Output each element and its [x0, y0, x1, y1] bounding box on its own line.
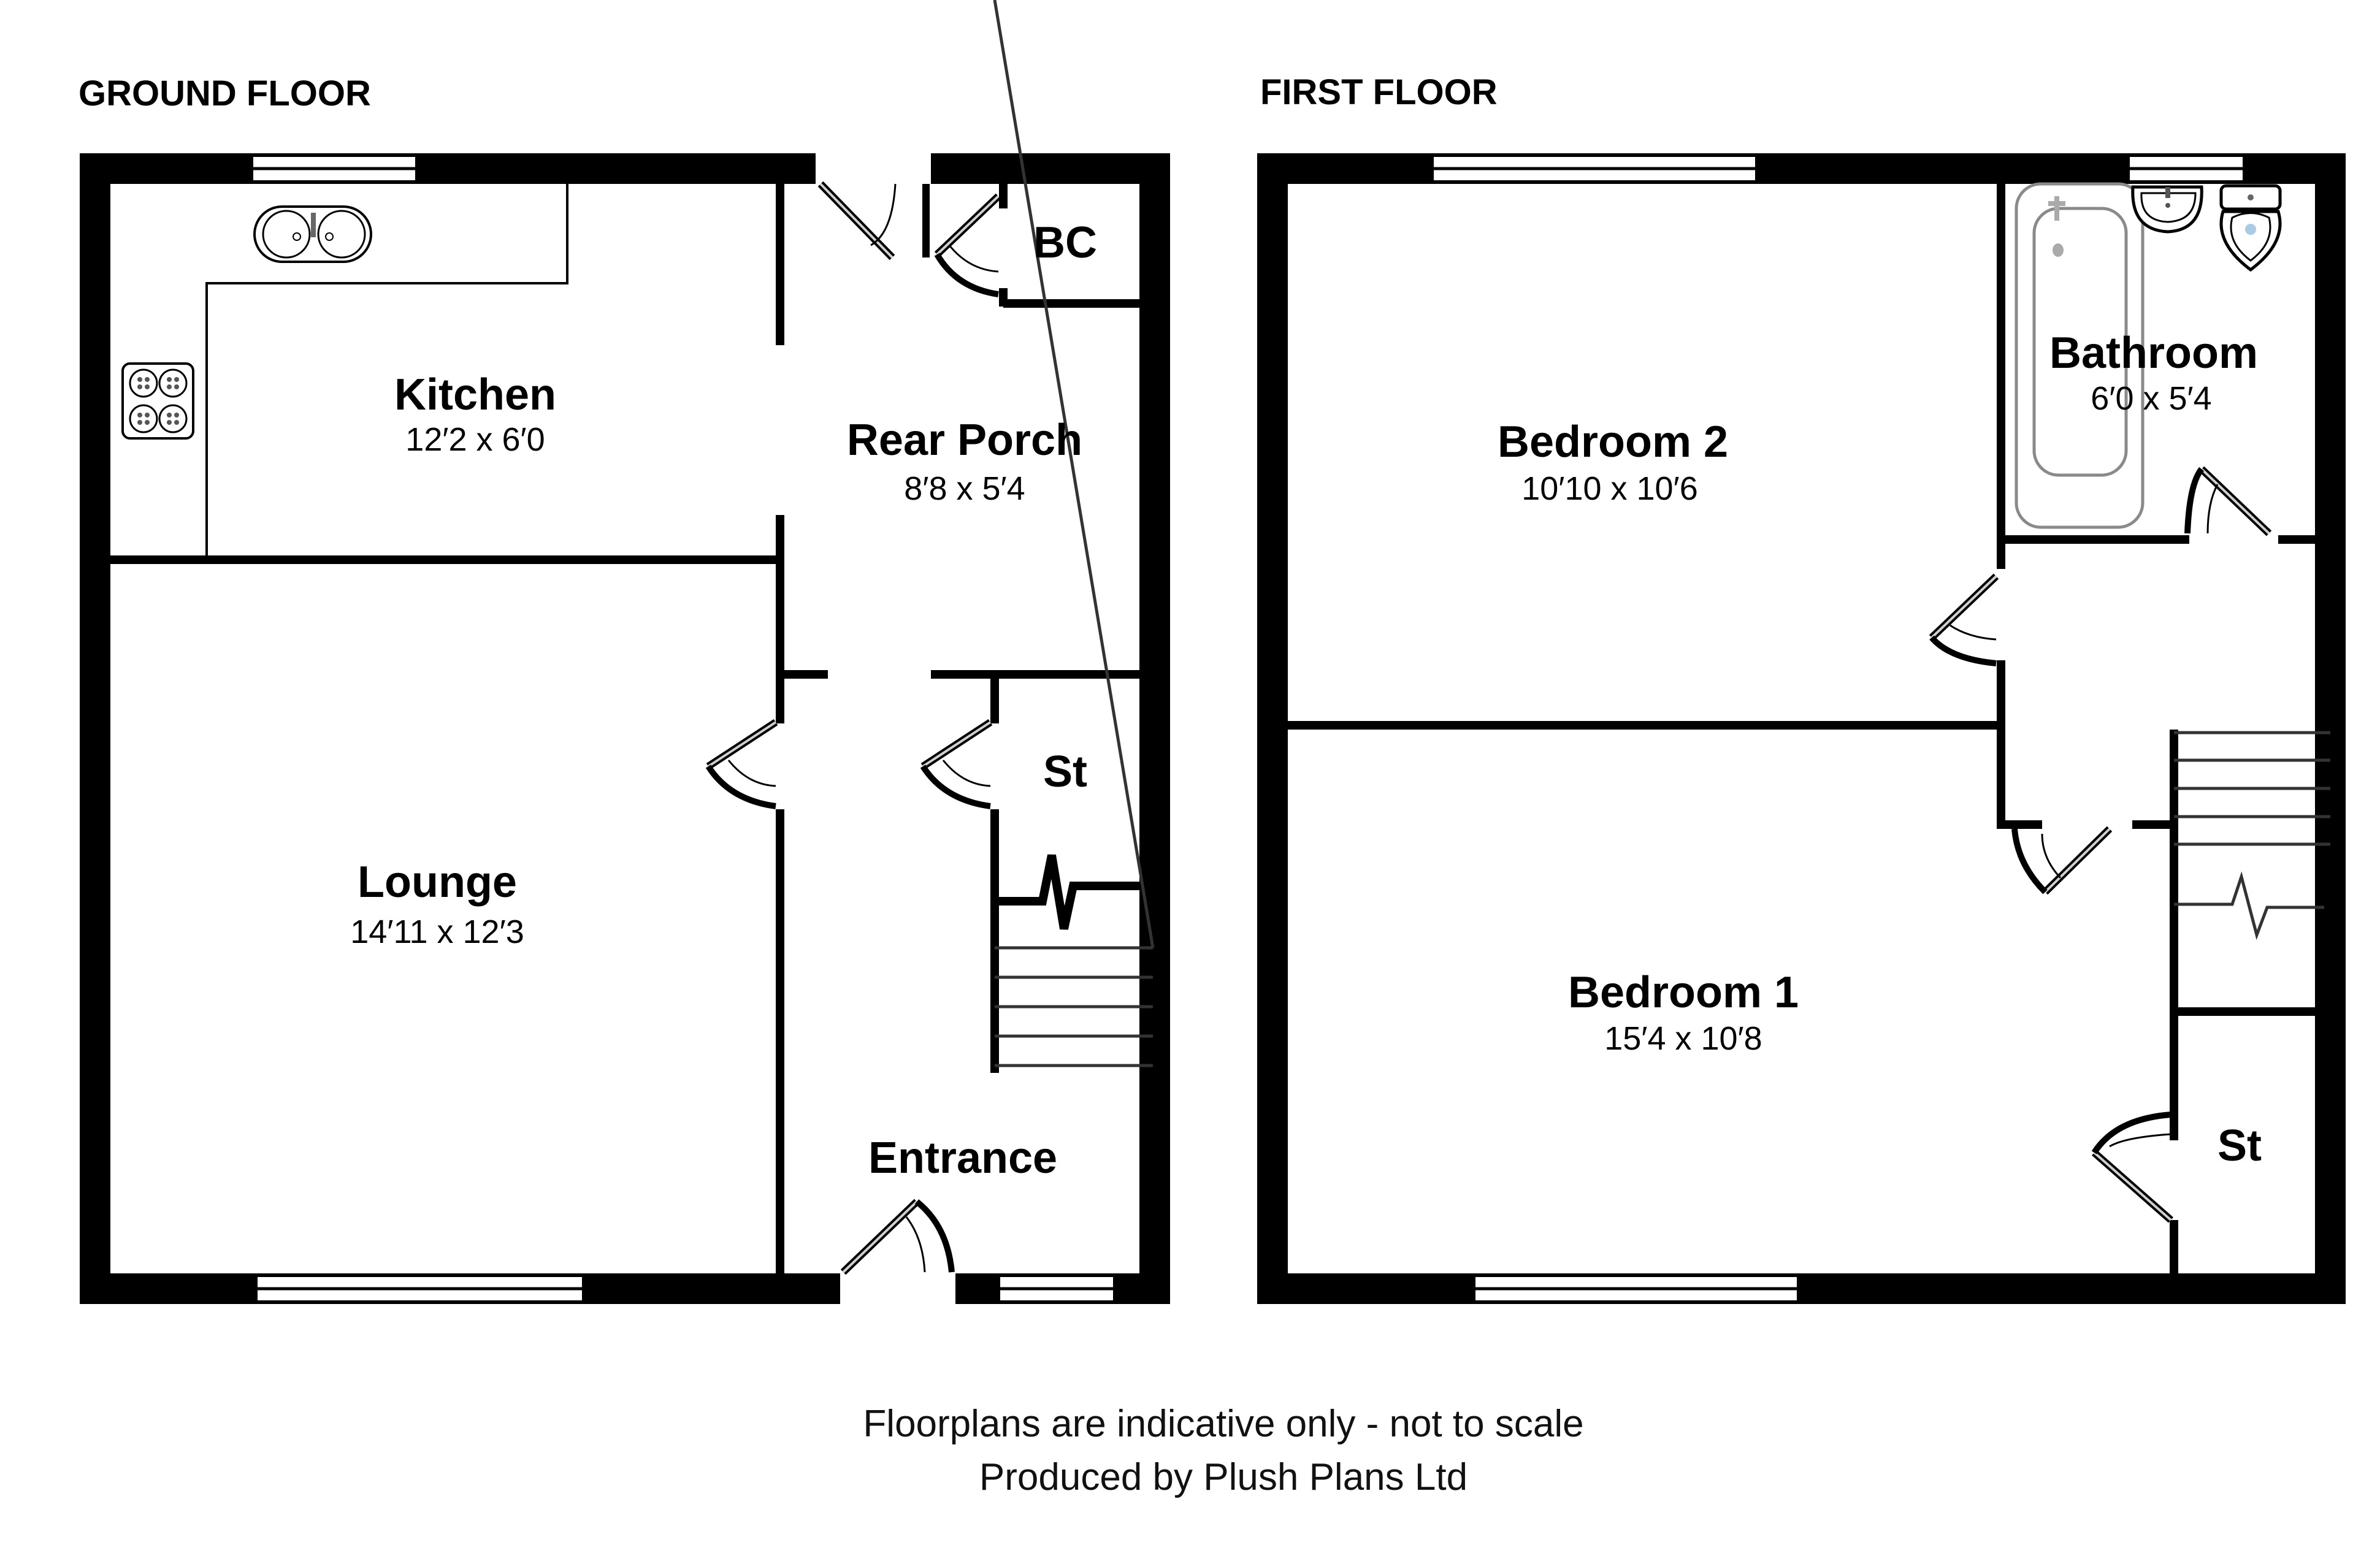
front-door-icon [840, 1199, 955, 1275]
bc-label: BC [1033, 218, 1097, 267]
first-store-label: St [2217, 1121, 2262, 1170]
lounge-label: Lounge [358, 858, 517, 907]
bedroom2-label: Bedroom 2 [1498, 418, 1728, 467]
first-store-door-icon [2091, 1112, 2173, 1223]
bedroom1-door-icon [2011, 826, 2113, 895]
first-stairs-icon [2174, 731, 2330, 940]
kitchen-label: Kitchen [394, 370, 556, 419]
first-internal-walls [1288, 184, 2315, 1275]
ground-outer-walls [80, 153, 1170, 1304]
bathroom-dims: 6′0 x 5′4 [2091, 380, 2211, 417]
bedroom1-label: Bedroom 1 [1568, 968, 1799, 1017]
first-floor-title: FIRST FLOOR [1260, 72, 1498, 112]
ground-stairs-icon [993, 0, 1155, 1067]
first-floor-plan: FIRST FLOOR [1257, 72, 2346, 1304]
bc-door-icon [934, 193, 1001, 297]
hob-icon [121, 362, 194, 440]
lounge-dims: 14′11 x 12′3 [350, 913, 524, 950]
ground-store-label: St [1043, 747, 1087, 796]
rear-porch-dims: 8′8 x 5′4 [904, 470, 1025, 507]
bathroom-door-icon [2184, 466, 2272, 536]
store-door-icon [920, 719, 993, 809]
disclaimer-text: Floorplans are indicative only - not to … [863, 1403, 1583, 1445]
rear-door-icon [817, 181, 930, 261]
bath-icon [2015, 182, 2145, 529]
bedroom2-dims: 10′10 x 10′6 [1521, 470, 1697, 507]
toilet-icon [2219, 184, 2282, 272]
sink-icon [253, 205, 372, 263]
basin-icon [2131, 185, 2203, 234]
bedroom1-dims: 15′4 x 10′8 [1604, 1020, 1762, 1057]
lounge-door-icon [705, 719, 778, 809]
bathroom-label: Bathroom [2049, 329, 2258, 378]
ground-floor-title: GROUND FLOOR [78, 74, 371, 113]
entrance-label: Entrance [868, 1134, 1057, 1183]
ground-internal-walls [110, 184, 1139, 1275]
kitchen-worktop [205, 184, 568, 556]
ground-floor-plan: GROUND FLOOR [78, 0, 1170, 1304]
producer-credit: Produced by Plush Plans Ltd [979, 1456, 1467, 1498]
bedroom2-door-icon [1929, 573, 1999, 666]
rear-porch-label: Rear Porch [847, 416, 1082, 465]
kitchen-dims: 12′2 x 6′0 [405, 421, 545, 458]
